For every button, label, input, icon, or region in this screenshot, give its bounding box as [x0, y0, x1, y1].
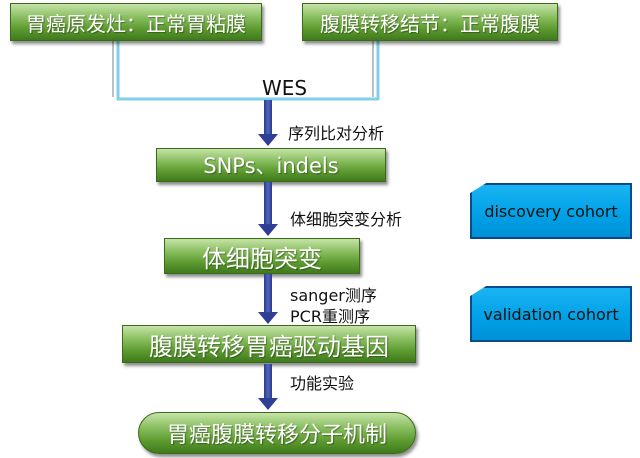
flow-arrow-1	[258, 100, 278, 146]
step-box-molecular-mechanism: 胃癌腹膜转移分子机制	[138, 412, 416, 454]
step-box-driver-genes: 腹膜转移胃癌驱动基因	[122, 325, 416, 363]
step-box-somatic-mutation: 体细胞突变	[164, 238, 360, 274]
flow-arrow-2	[258, 182, 278, 236]
flow-arrow-3	[258, 274, 278, 324]
discovery-cohort-badge: discovery cohort	[470, 183, 632, 239]
source-primary-tumor-box: 胃癌原发灶：正常胃粘膜	[10, 3, 262, 41]
source-peritoneal-nodule-box: 腹膜转移结节：正常腹膜	[302, 3, 558, 41]
wes-label: WES	[262, 76, 308, 100]
arrow-label-pcr: PCR重测序	[290, 307, 370, 326]
step-box-snps-indels: SNPs、indels	[156, 148, 386, 182]
flow-arrow-4	[258, 364, 278, 410]
arrow-label-somatic-analysis: 体细胞突变分析	[290, 210, 403, 229]
validation-cohort-badge: validation cohort	[470, 286, 632, 342]
arrow-label-functional: 功能实验	[290, 374, 355, 393]
arrow-label-alignment: 序列比对分析	[288, 124, 385, 143]
arrow-label-sanger: sanger测序	[290, 286, 377, 305]
